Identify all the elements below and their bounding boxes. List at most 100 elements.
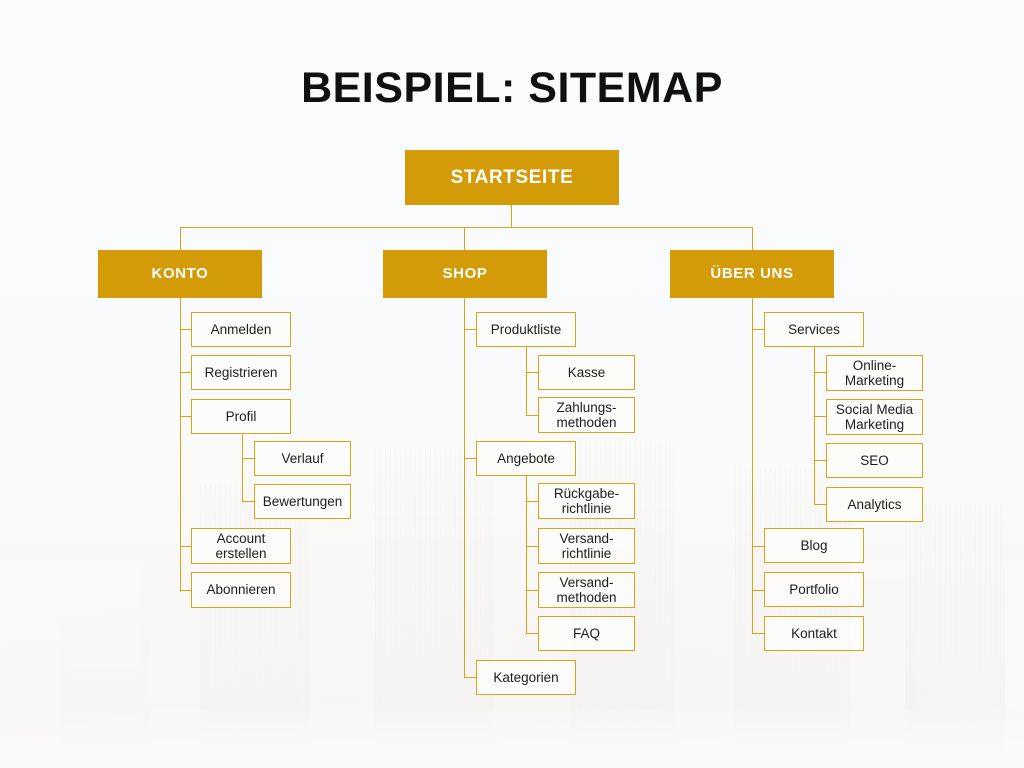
node-rueckgaberichtlinie[interactable]: Rückgabe- richtlinie (538, 483, 635, 519)
page-title: BEISPIEL: SITEMAP (301, 64, 723, 112)
connector-shop-trunk (464, 298, 466, 678)
node-blog[interactable]: Blog (764, 528, 864, 563)
node-kategorien[interactable]: Kategorien (476, 660, 576, 695)
node-social-media-marketing[interactable]: Social Media Marketing (826, 399, 923, 435)
node-label: Kasse (567, 364, 606, 380)
node-faq[interactable]: FAQ (538, 616, 635, 651)
node-konto[interactable]: KONTO (98, 250, 262, 298)
node-kasse[interactable]: Kasse (538, 355, 635, 390)
connector-angebote-stub (526, 546, 538, 548)
node-label-line1: Rückgabe- (553, 485, 620, 501)
node-services[interactable]: Services (764, 312, 864, 347)
connector-konto-stub (180, 546, 192, 548)
node-label-line1: Versand- (559, 530, 614, 546)
node-label: Profil (225, 408, 257, 424)
connector-angebote-stub (526, 501, 538, 503)
connector-angebote-stub (526, 590, 538, 592)
node-zahlungsmethoden[interactable]: Zahlungs- methoden (538, 397, 635, 433)
node-label: SEO (860, 452, 889, 468)
node-analytics[interactable]: Analytics (826, 487, 923, 522)
connector-profil-stub (242, 458, 254, 460)
node-label: Social Media Marketing (830, 402, 919, 432)
node-online-marketing[interactable]: Online- Marketing (826, 355, 923, 391)
connector-shop-stub (464, 677, 476, 679)
node-label-line1: Versand- (559, 574, 614, 590)
connector-ueberuns-trunk (752, 298, 754, 633)
connector-ueberuns-stub (752, 590, 764, 592)
connector-shop-stub (464, 458, 476, 460)
connector-konto-trunk (180, 298, 182, 592)
node-label: FAQ (572, 625, 600, 641)
connector-ueberuns-stub (752, 633, 764, 635)
node-label: Blog (800, 537, 828, 553)
node-portfolio[interactable]: Portfolio (764, 572, 864, 607)
connector-bus-to-ueberuns (752, 227, 754, 250)
connector-bus-to-konto (180, 227, 182, 250)
node-label-line2: richtlinie (561, 546, 612, 561)
connector-services-trunk (814, 347, 816, 504)
node-label: Angebote (497, 450, 555, 466)
node-label: Kategorien (493, 669, 559, 685)
node-label-line1: Account (216, 530, 266, 546)
node-label: Bewertungen (262, 493, 343, 509)
connector-root-down (511, 205, 513, 228)
node-label-line2: Marketing (844, 373, 905, 388)
node-verlauf[interactable]: Verlauf (254, 441, 351, 476)
node-profil[interactable]: Profil (191, 399, 291, 434)
node-label: STARTSEITE (450, 166, 574, 188)
node-label: Account erstellen (209, 531, 272, 561)
connector-ueberuns-stub (752, 329, 764, 331)
connector-profil-stub (242, 501, 254, 503)
node-label: Anmelden (210, 321, 272, 337)
node-label: Versand- richtlinie (553, 531, 619, 561)
node-abonnieren[interactable]: Abonnieren (191, 572, 291, 608)
node-label-line1: Social Media (835, 401, 914, 417)
node-kontakt[interactable]: Kontakt (764, 616, 864, 651)
node-anmelden[interactable]: Anmelden (191, 312, 291, 347)
node-bewertungen[interactable]: Bewertungen (254, 484, 351, 519)
node-label: Versand- methoden (550, 575, 622, 605)
connector-root-bus (180, 227, 753, 229)
node-label-line2: richtlinie (561, 501, 612, 516)
connector-angebote-stub (526, 633, 538, 635)
node-label: Kontakt (791, 625, 837, 641)
node-label: Zahlungs- methoden (550, 400, 622, 430)
node-registrieren[interactable]: Registrieren (191, 355, 291, 390)
connector-konto-stub (180, 372, 192, 374)
node-label: Analytics (847, 496, 902, 512)
connector-services-stub (814, 460, 826, 462)
node-label-line2: methoden (556, 590, 617, 605)
node-label-line1: Online- (852, 357, 897, 373)
node-label: Abonnieren (206, 582, 276, 598)
node-ueber-uns[interactable]: ÜBER UNS (670, 250, 834, 298)
node-startseite[interactable]: STARTSEITE (405, 150, 619, 205)
node-shop[interactable]: SHOP (383, 250, 547, 298)
connector-shop-stub (464, 329, 476, 331)
node-label: Produktliste (490, 321, 562, 337)
connector-services-stub (814, 504, 826, 506)
connector-produktliste-stub (526, 415, 538, 417)
connector-konto-stub (180, 590, 192, 592)
node-label: Portfolio (789, 581, 839, 597)
connector-produktliste-stub (526, 372, 538, 374)
node-label: KONTO (151, 264, 209, 282)
node-label: SHOP (442, 264, 488, 282)
node-label: ÜBER UNS (710, 264, 794, 282)
node-account-erstellen[interactable]: Account erstellen (191, 528, 291, 564)
node-produktliste[interactable]: Produktliste (476, 312, 576, 347)
node-label-line2: Marketing (844, 417, 905, 432)
node-label: Rückgabe- richtlinie (548, 486, 625, 516)
connector-services-stub (814, 372, 826, 374)
node-seo[interactable]: SEO (826, 443, 923, 478)
connector-konto-stub (180, 329, 192, 331)
connector-bus-to-shop (464, 227, 466, 250)
node-label: Registrieren (204, 364, 278, 380)
node-label-line2: methoden (556, 415, 617, 430)
node-versandmethoden[interactable]: Versand- methoden (538, 572, 635, 608)
node-versandrichtlinie[interactable]: Versand- richtlinie (538, 528, 635, 564)
connector-produktliste-trunk (526, 347, 528, 415)
connector-konto-stub (180, 416, 192, 418)
connector-ueberuns-stub (752, 546, 764, 548)
node-angebote[interactable]: Angebote (476, 441, 576, 476)
